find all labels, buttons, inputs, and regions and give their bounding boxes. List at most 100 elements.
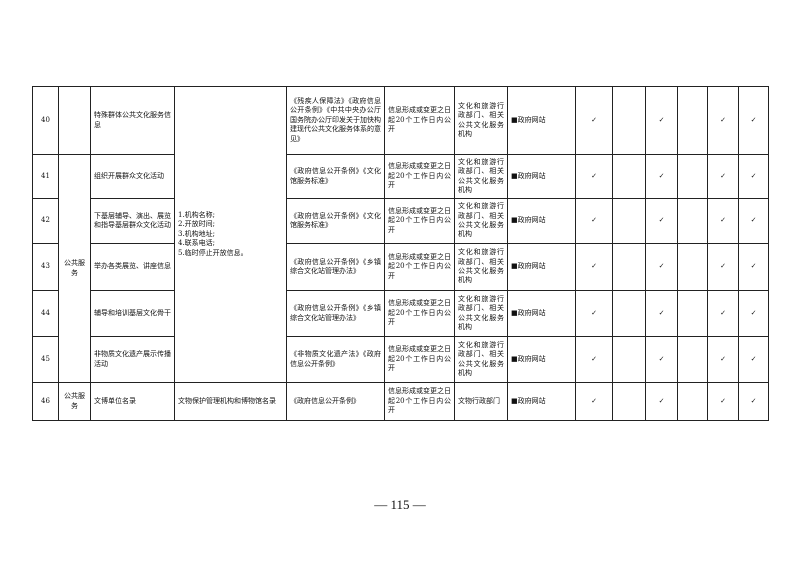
table-row: 45 非物质文化遗产展示传播活动 《非物质文化遗产法》《政府信息公开条例》 信息… [32,336,769,383]
check-mark: ✓ [738,198,769,244]
empty-cell [677,336,708,383]
check-mark: ✓ [645,154,678,199]
channel-cell: ■政府网站 [507,243,576,291]
check-mark: ✓ [707,86,739,155]
table-row: 41 公共服务 组织开展群众文化活动 《政府信息公开条例》《文化馆服务标准》 信… [32,154,769,383]
row-number: 43 [32,243,59,291]
item-cell: 文博单位名录 [90,382,175,421]
check-mark: ✓ [738,243,769,291]
empty-cell [677,86,708,155]
empty-cell [612,243,646,291]
check-mark: ✓ [707,382,739,421]
empty-cell [677,198,708,244]
check-mark: ✓ [738,336,769,383]
check-mark: ✓ [575,290,613,337]
check-mark: ✓ [738,86,769,155]
info-content-cell: 文物保护管理机构和博物馆名录 [174,382,287,421]
channel-cell: ■政府网站 [507,198,576,244]
empty-cell [612,198,646,244]
table-row: 43 举办各类展览、讲座信息 《政府信息公开条例》《乡镇综合文化站管理办法》 信… [32,243,769,291]
item-cell: 下基层辅导、演出、展览和指导基层群众文化活动 [90,198,175,244]
empty-cell [612,382,646,421]
info-line: 2.开放时间; [178,220,216,229]
category-cell [58,86,91,155]
check-mark: ✓ [645,198,678,244]
subject-cell: 文物行政部门 [454,382,508,421]
empty-cell [677,154,708,199]
page-number: — 115 — [374,497,426,512]
check-mark: ✓ [575,243,613,291]
table-row: 40 特殊群体公共文化服务信息 1.机构名称; 2.开放时间; 3.机构地址; … [32,86,769,383]
check-mark: ✓ [738,290,769,337]
time-limit-cell: 信息形成或变更之日起20个工作日内公开 [384,198,455,244]
time-limit-cell: 信息形成或变更之日起20个工作日内公开 [384,382,455,421]
channel-cell: ■政府网站 [507,154,576,199]
info-line: 3.机构地址; [178,229,216,238]
item-cell: 举办各类展览、讲座信息 [90,243,175,291]
time-limit-cell: 信息形成或变更之日起20个工作日内公开 [384,290,455,337]
table-row: 46 公共服务 文博单位名录 文物保护管理机构和博物馆名录 《政府信息公开条例》… [32,382,769,421]
row-number: 42 [32,198,59,244]
info-content-cell: 1.机构名称; 2.开放时间; 3.机构地址; 4.联系电话; 5.临时停止开放… [174,86,287,383]
check-mark: ✓ [575,86,613,155]
channel-cell: ■政府网站 [507,336,576,383]
category-cell: 公共服务 [58,382,91,421]
info-line: 5.临时停止开放信息。 [178,248,248,257]
item-cell: 辅导和培训基层文化骨干 [90,290,175,337]
check-mark: ✓ [575,198,613,244]
subject-cell: 文化和旅游行政部门、相关公共文化服务机构 [454,86,508,155]
time-limit-cell: 信息形成或变更之日起20个工作日内公开 [384,243,455,291]
basis-cell: 《政府信息公开条例》《文化馆服务标准》 [286,198,385,244]
row-number: 44 [32,290,59,337]
subject-cell: 文化和旅游行政部门、相关公共文化服务机构 [454,198,508,244]
check-mark: ✓ [707,243,739,291]
table-row: 42 下基层辅导、演出、展览和指导基层群众文化活动 《政府信息公开条例》《文化馆… [32,198,769,244]
empty-cell [677,243,708,291]
empty-cell [612,336,646,383]
check-mark: ✓ [707,198,739,244]
subject-cell: 文化和旅游行政部门、相关公共文化服务机构 [454,290,508,337]
channel-cell: ■政府网站 [507,382,576,421]
empty-cell [612,290,646,337]
info-line: 1.机构名称; [178,210,216,219]
item-cell: 非物质文化遗产展示传播活动 [90,336,175,383]
empty-cell [612,86,646,155]
basis-cell: 《非物质文化遗产法》《政府信息公开条例》 [286,336,385,383]
basis-cell: 《政府信息公开条例》《乡镇综合文化站管理办法》 [286,243,385,291]
check-mark: ✓ [575,154,613,199]
check-mark: ✓ [738,154,769,199]
channel-cell: ■政府网站 [507,86,576,155]
basis-cell: 《残疾人保障法》《政府信息公开条例》《中共中央办公厅 国务院办公厅印发关于加快构… [286,86,385,155]
category-cell: 公共服务 [58,154,91,383]
table-row: 44 辅导和培训基层文化骨干 《政府信息公开条例》《乡镇综合文化站管理办法》 信… [32,290,769,337]
check-mark: ✓ [575,336,613,383]
info-line: 4.联系电话; [178,239,216,248]
row-number: 41 [32,154,59,199]
check-mark: ✓ [575,382,613,421]
check-mark: ✓ [738,382,769,421]
disclosure-table: 40 特殊群体公共文化服务信息 1.机构名称; 2.开放时间; 3.机构地址; … [32,86,769,421]
time-limit-cell: 信息形成或变更之日起20个工作日内公开 [384,154,455,199]
item-cell: 组织开展群众文化活动 [90,154,175,199]
check-mark: ✓ [645,243,678,291]
check-mark: ✓ [707,290,739,337]
subject-cell: 文化和旅游行政部门、相关公共文化服务机构 [454,154,508,199]
check-mark: ✓ [645,382,678,421]
row-number: 40 [32,86,59,155]
time-limit-cell: 信息形成或变更之日起20个工作日内公开 [384,86,455,155]
empty-cell [677,382,708,421]
channel-cell: ■政府网站 [507,290,576,337]
subject-cell: 文化和旅游行政部门、相关公共文化服务机构 [454,243,508,291]
check-mark: ✓ [645,86,678,155]
check-mark: ✓ [645,336,678,383]
check-mark: ✓ [707,336,739,383]
subject-cell: 文化和旅游行政部门、相关公共文化服务机构 [454,336,508,383]
row-number: 45 [32,336,59,383]
check-mark: ✓ [707,154,739,199]
check-mark: ✓ [645,290,678,337]
empty-cell [612,154,646,199]
basis-cell: 《政府信息公开条例》《文化馆服务标准》 [286,154,385,199]
item-cell: 特殊群体公共文化服务信息 [90,86,175,155]
basis-cell: 《政府信息公开条例》 [286,382,385,421]
time-limit-cell: 信息形成或变更之日起20个工作日内公开 [384,336,455,383]
